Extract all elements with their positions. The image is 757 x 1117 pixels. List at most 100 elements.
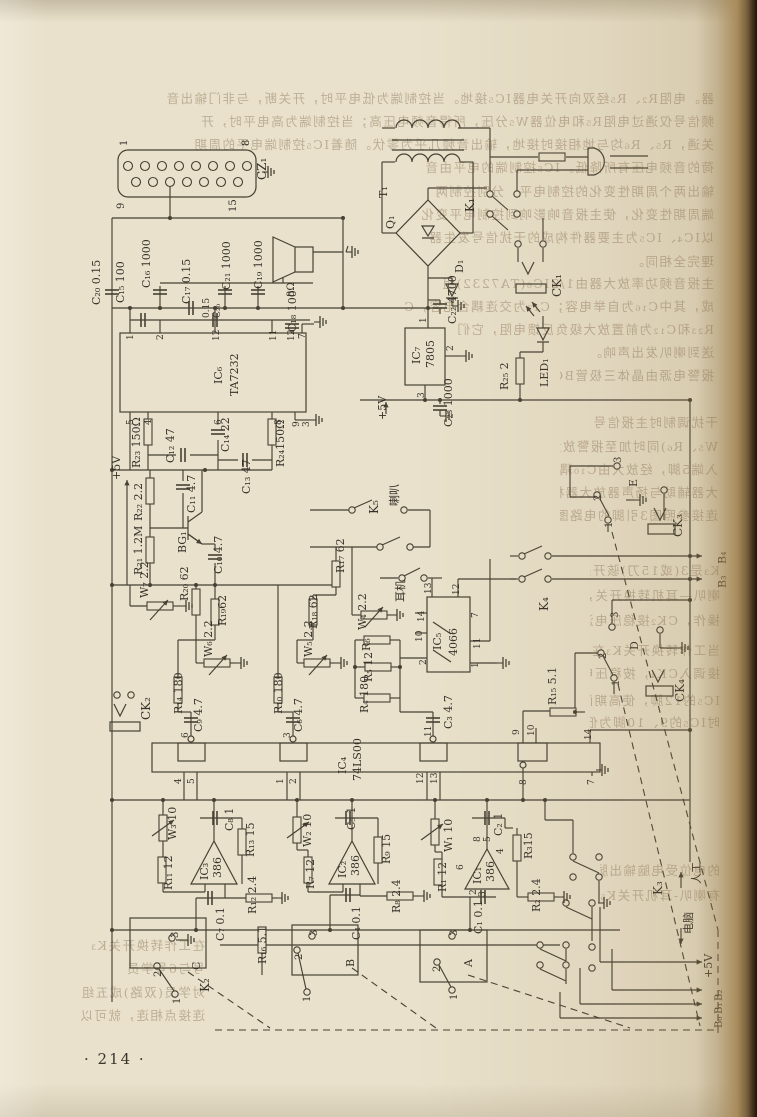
cz1-pin-hole bbox=[181, 176, 193, 188]
wire bbox=[572, 860, 600, 874]
c1-label: C₁ 0.1 bbox=[472, 900, 485, 934]
ic6-pb4: 4 bbox=[144, 419, 154, 425]
junction-dot bbox=[688, 728, 692, 732]
c19-label: C₁₉ 1000 bbox=[252, 240, 265, 289]
switch-contact bbox=[433, 958, 441, 966]
switch-contact bbox=[536, 941, 544, 949]
ck4-jack bbox=[645, 685, 674, 697]
junction-dot bbox=[423, 398, 427, 402]
r11-label: R₁₁ 12 bbox=[162, 855, 175, 890]
ic3-part: 386 bbox=[211, 857, 224, 878]
k1-label: K₁ bbox=[463, 198, 477, 212]
page-number: · 214 · bbox=[84, 1050, 146, 1068]
switch-contact bbox=[168, 934, 176, 942]
ic4-p4: 4 bbox=[174, 778, 184, 784]
ic6-ta7232-body bbox=[119, 332, 307, 413]
switch-contact bbox=[544, 575, 552, 583]
resistor-symbol bbox=[191, 588, 201, 616]
junction-dot bbox=[168, 216, 172, 220]
ic7-pin-1: 1 bbox=[419, 317, 429, 323]
r20-label: R₂₀ 62 bbox=[178, 566, 191, 601]
junction-dot bbox=[398, 665, 402, 669]
arrow-head bbox=[678, 872, 684, 878]
laba-label: 喇叭 bbox=[387, 484, 401, 506]
c5-label: C₅ 1 bbox=[345, 807, 358, 830]
wire bbox=[403, 567, 421, 577]
cz1-pin-15: 15 bbox=[228, 199, 239, 212]
nand-gate-3 bbox=[419, 742, 448, 762]
ic4-p10: 10 bbox=[527, 724, 537, 736]
ic7-pin-2: 2 bbox=[446, 345, 456, 351]
ck1-jack bbox=[515, 283, 547, 294]
ic7-part: 7805 bbox=[424, 340, 437, 368]
gang-dashed-wire bbox=[187, 971, 271, 1029]
b0-label: B₀ bbox=[714, 1017, 725, 1028]
switch-contact bbox=[595, 853, 603, 861]
wire bbox=[491, 215, 509, 231]
sw-a-1: 1 bbox=[449, 994, 460, 1000]
plus5v-right: +5V bbox=[702, 953, 715, 978]
switch-contact bbox=[593, 491, 601, 499]
ck4-jack-contact bbox=[651, 669, 665, 684]
ck3-jack-contact bbox=[653, 507, 667, 522]
wire bbox=[297, 952, 307, 990]
switch-contact bbox=[562, 941, 570, 949]
ic6-pt12: 12 bbox=[212, 330, 222, 341]
junction-dot bbox=[350, 798, 354, 802]
junction-dot bbox=[110, 583, 114, 587]
sw-b-1: 1 bbox=[302, 996, 313, 1002]
junction-dot bbox=[521, 798, 525, 802]
junction-dot bbox=[433, 798, 437, 802]
switch-contact bbox=[448, 986, 456, 994]
rengong-label: 人工 bbox=[690, 862, 703, 884]
ic1-p3: 3 bbox=[478, 891, 488, 897]
cz1-pin-hole bbox=[164, 176, 176, 188]
switch-contact bbox=[562, 961, 570, 969]
c20b-val: 0.15 bbox=[202, 298, 212, 318]
switch-contact bbox=[604, 516, 612, 524]
ic4-p9: 9 bbox=[512, 729, 522, 735]
switch-contact bbox=[400, 506, 408, 514]
led1-label: LED₁ bbox=[538, 358, 551, 387]
resistor-symbol bbox=[203, 658, 231, 668]
junction-dot bbox=[438, 398, 442, 402]
wire bbox=[491, 195, 509, 211]
r10-label: R₁₀ 180 bbox=[272, 672, 285, 714]
c6-label: C₆ 4.7 bbox=[292, 698, 305, 732]
ic5-p13: 13 bbox=[424, 582, 434, 594]
ck1-jack-contact bbox=[521, 261, 535, 276]
nand-gate-2 bbox=[279, 742, 308, 762]
r25-label: R₂₅ 2 bbox=[498, 362, 511, 390]
cz1-pin-hole bbox=[130, 176, 142, 188]
ck2-jack bbox=[109, 721, 141, 732]
ic6-pb6: 6 bbox=[214, 419, 224, 425]
ic1-p6: 6 bbox=[456, 864, 466, 870]
switch-contact bbox=[171, 990, 179, 998]
switch-contact bbox=[569, 853, 577, 861]
w5-label: W₅ 2.2 bbox=[302, 620, 315, 657]
resistor-symbol bbox=[363, 693, 391, 703]
ic5-p2: 2 bbox=[419, 659, 429, 665]
ic4-p14: 14 bbox=[584, 728, 594, 740]
t1-core bbox=[392, 139, 464, 151]
switch-contact bbox=[448, 932, 456, 940]
ck4-label: CK₄ bbox=[673, 679, 687, 702]
r21-label: R₂₁ 1.2M bbox=[132, 526, 145, 575]
switch-contact bbox=[518, 552, 526, 560]
wire bbox=[345, 245, 349, 253]
junction-dot bbox=[543, 798, 547, 802]
arrow-head bbox=[383, 402, 389, 408]
r14-label: R₁₄ 180 bbox=[172, 672, 185, 714]
switch-contact bbox=[544, 552, 552, 560]
c20b-ref: C₂₀ bbox=[213, 304, 223, 318]
resistor-symbol bbox=[373, 836, 383, 864]
ck2-label: CK₂ bbox=[139, 697, 153, 720]
switch-contact bbox=[127, 691, 135, 699]
c20-label: C₂₀ 0.15 bbox=[90, 260, 103, 305]
ic1-part: 386 bbox=[484, 861, 497, 882]
resistor-symbol bbox=[267, 418, 277, 446]
r19-label: R₁₉62 bbox=[216, 595, 229, 626]
ic4-p7: 7 bbox=[587, 779, 597, 785]
sw-b: B bbox=[344, 959, 357, 967]
